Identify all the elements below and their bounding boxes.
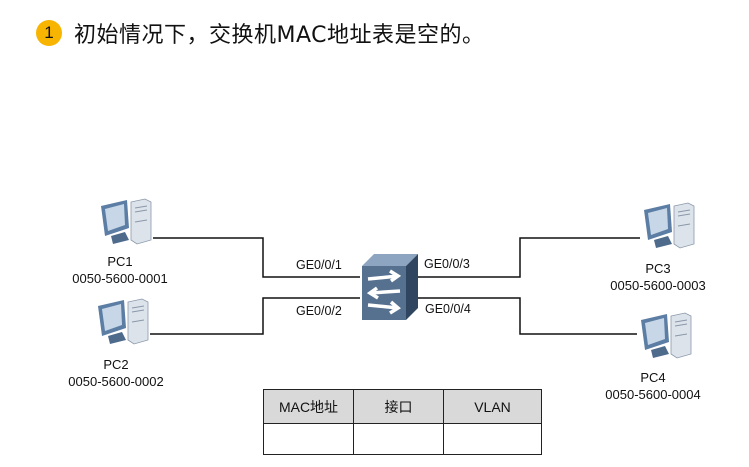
pc3-name: PC3 bbox=[645, 261, 671, 276]
pc1-mac: 0050-5600-0001 bbox=[72, 271, 168, 286]
pc4-mac: 0050-5600-0004 bbox=[605, 387, 701, 402]
title-text: 初始情况下，交换机MAC地址表是空的。 bbox=[74, 23, 485, 48]
pc4-name: PC4 bbox=[640, 370, 666, 385]
cell-mac bbox=[263, 423, 354, 455]
pc3-icon[interactable] bbox=[638, 200, 698, 250]
pc2-icon[interactable] bbox=[92, 296, 152, 346]
pc1-label: PC1 0050-5600-0001 bbox=[45, 253, 195, 287]
pc4-label: PC4 0050-5600-0004 bbox=[578, 369, 728, 403]
port-ge003: GE0/0/3 bbox=[424, 257, 470, 271]
switch-icon[interactable] bbox=[360, 252, 418, 320]
port-ge004: GE0/0/4 bbox=[425, 302, 471, 316]
mac-address-table: MAC地址 接口 VLAN bbox=[263, 389, 542, 455]
cell-vlan bbox=[443, 423, 542, 455]
port-ge001: GE0/0/1 bbox=[296, 258, 342, 272]
link-pc2 bbox=[150, 297, 360, 335]
step-badge: 1 bbox=[36, 20, 62, 46]
link-pc4 bbox=[418, 297, 637, 335]
pc2-name: PC2 bbox=[103, 357, 129, 372]
pc2-mac: 0050-5600-0002 bbox=[68, 374, 164, 389]
table-header-row: MAC地址 接口 VLAN bbox=[263, 389, 542, 424]
pc3-label: PC3 0050-5600-0003 bbox=[583, 260, 733, 294]
table-row bbox=[263, 423, 542, 455]
pc3-mac: 0050-5600-0003 bbox=[610, 278, 706, 293]
port-ge002: GE0/0/2 bbox=[296, 304, 342, 318]
header-interface: 接口 bbox=[353, 389, 444, 424]
link-pc1 bbox=[153, 237, 360, 278]
cell-interface bbox=[353, 423, 444, 455]
pc2-label: PC2 0050-5600-0002 bbox=[41, 356, 191, 390]
step-title: 1 初始情况下，交换机MAC地址表是空的。 bbox=[36, 17, 485, 49]
pc1-icon[interactable] bbox=[95, 196, 155, 246]
pc1-name: PC1 bbox=[107, 254, 133, 269]
header-vlan: VLAN bbox=[443, 389, 542, 424]
header-mac: MAC地址 bbox=[263, 389, 354, 424]
pc4-icon[interactable] bbox=[635, 310, 695, 360]
link-pc3 bbox=[418, 237, 640, 278]
